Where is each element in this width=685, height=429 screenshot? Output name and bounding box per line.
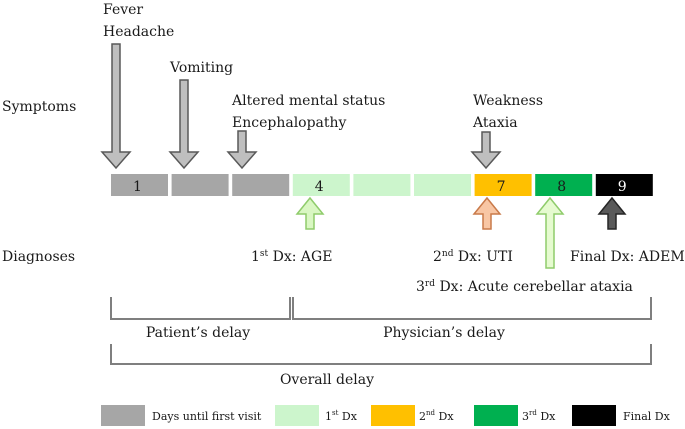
day-cell-2 [171, 174, 229, 196]
symptom-label: Fever [103, 2, 143, 18]
day-cell-box [535, 174, 593, 196]
physician-delay-label: Physician’s delay [383, 325, 505, 341]
diagnosis-annotation-1: 1st Dx: AGE [251, 196, 332, 265]
legend-label: 2nd Dx [419, 409, 454, 423]
symptom-arrow [226, 130, 258, 170]
legend-item-dx2: 2nd Dx [371, 405, 454, 426]
symptom-arrow [470, 131, 502, 170]
legend-swatch [474, 405, 518, 426]
day-cell-box [232, 174, 290, 196]
day-number: 7 [497, 179, 506, 195]
symptom-label: Headache [103, 24, 174, 40]
legend-swatch [275, 405, 319, 426]
diagnosis-annotations: 1st Dx: AGE 2nd Dx: UTI 3rd Dx: Acute cere… [251, 196, 685, 295]
diagnosis-label: 1st Dx: AGE [251, 249, 332, 265]
diagnosis-annotation-4: Final Dx: ADEM [570, 196, 685, 265]
diagnosis-label: 2nd Dx: UTI [433, 249, 513, 265]
legend-item-first_visit: Days until first visit [101, 405, 262, 426]
day-number: 4 [315, 179, 324, 195]
legend: Days until first visit 1st Dx 2nd Dx 3rd Dx… [101, 405, 671, 426]
diagnoses-row-label: Diagnoses [2, 249, 75, 265]
diagnosis-arrow [472, 196, 502, 230]
day-cell-7: 7 [474, 174, 532, 196]
symptom-label: Weakness [473, 93, 543, 109]
legend-item-dx1: 1st Dx [275, 405, 358, 426]
legend-item-final: Final Dx [572, 405, 671, 426]
symptom-arrow [100, 43, 132, 170]
symptom-annotation-2: Vomiting [168, 60, 233, 170]
legend-label: Final Dx [623, 410, 671, 423]
diagnosis-arrow [535, 196, 565, 269]
diagnosis-annotation-2: 2nd Dx: UTI [433, 196, 513, 265]
symptom-label: Vomiting [169, 60, 233, 76]
legend-item-dx3: 3rd Dx [474, 405, 556, 426]
symptom-label: Encephalopathy [232, 115, 347, 131]
day-timeline: 1 4 7 8 9 [111, 174, 653, 196]
day-cell-8: 8 [535, 174, 593, 196]
symptom-label: Altered mental status [231, 93, 385, 109]
day-cell-5 [353, 174, 411, 196]
legend-swatch [572, 405, 616, 426]
day-cell-box [595, 174, 653, 196]
day-cell-box [474, 174, 532, 196]
diagnosis-arrow [295, 196, 325, 230]
day-cell-3 [232, 174, 290, 196]
legend-label: 1st Dx [325, 409, 358, 423]
overall-delay-label: Overall delay [280, 372, 374, 388]
diagnosis-annotation-3: 3rd Dx: Acute cerebellar ataxia [416, 196, 633, 295]
legend-label: Days until first visit [152, 410, 262, 423]
patient-delay-bracket: Patient’s delay [110, 297, 291, 341]
day-cell-box [111, 174, 168, 196]
day-number: 1 [133, 179, 142, 195]
diagnosis-arrow [597, 196, 627, 230]
legend-swatch [101, 405, 145, 426]
diagnosis-label: 3rd Dx: Acute cerebellar ataxia [416, 279, 633, 295]
overall-delay-bracket: Overall delay [110, 344, 652, 388]
day-cell-4: 4 [292, 174, 350, 196]
legend-swatch [371, 405, 415, 426]
day-cell-6 [414, 174, 471, 196]
symptoms-row-label: Symptoms [2, 99, 76, 115]
day-cell-box [171, 174, 229, 196]
physician-delay-bracket: Physician’s delay [292, 297, 652, 341]
day-number: 8 [557, 179, 566, 195]
patient-delay-label: Patient’s delay [146, 325, 250, 341]
day-cell-box [414, 174, 471, 196]
symptom-arrow [168, 79, 200, 170]
day-cell-box [292, 174, 350, 196]
day-cell-9: 9 [595, 174, 653, 196]
day-number: 9 [618, 179, 627, 195]
day-cell-1: 1 [111, 174, 168, 196]
diagnosis-label: Final Dx: ADEM [570, 249, 685, 265]
symptom-label: Ataxia [472, 115, 518, 131]
legend-label: 3rd Dx [522, 409, 556, 423]
day-cell-box [353, 174, 411, 196]
